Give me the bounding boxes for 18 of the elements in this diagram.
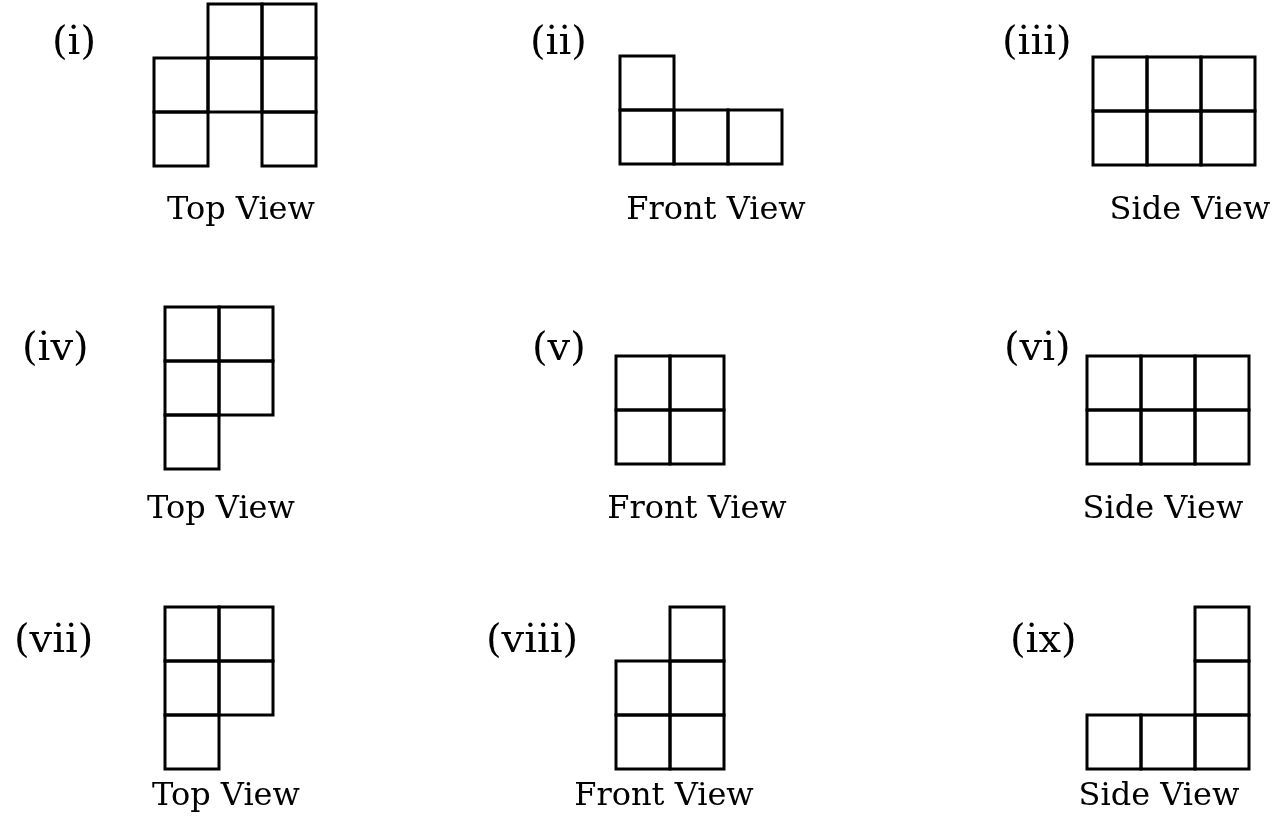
figure-number: (iv) — [22, 326, 89, 366]
figure-number: (ii) — [530, 20, 587, 60]
figure-number: (ix) — [1010, 618, 1077, 658]
figure-number: (iii) — [1002, 20, 1072, 60]
figure-number: (v) — [532, 326, 586, 366]
view-label: Side View — [1078, 778, 1240, 810]
view-label: Top View — [152, 778, 300, 810]
view-label: Top View — [167, 192, 315, 224]
view-label: Front View — [574, 778, 754, 810]
figure-number: (vii) — [14, 618, 94, 658]
view-label: Side View — [1082, 491, 1244, 523]
view-label: Front View — [607, 491, 787, 523]
figure-number: (vi) — [1004, 326, 1071, 366]
figure-number: (i) — [52, 20, 96, 60]
view-label: Side View — [1109, 192, 1271, 224]
view-label: Front View — [626, 192, 806, 224]
figure-number: (viii) — [486, 618, 579, 658]
view-label: Top View — [147, 491, 295, 523]
